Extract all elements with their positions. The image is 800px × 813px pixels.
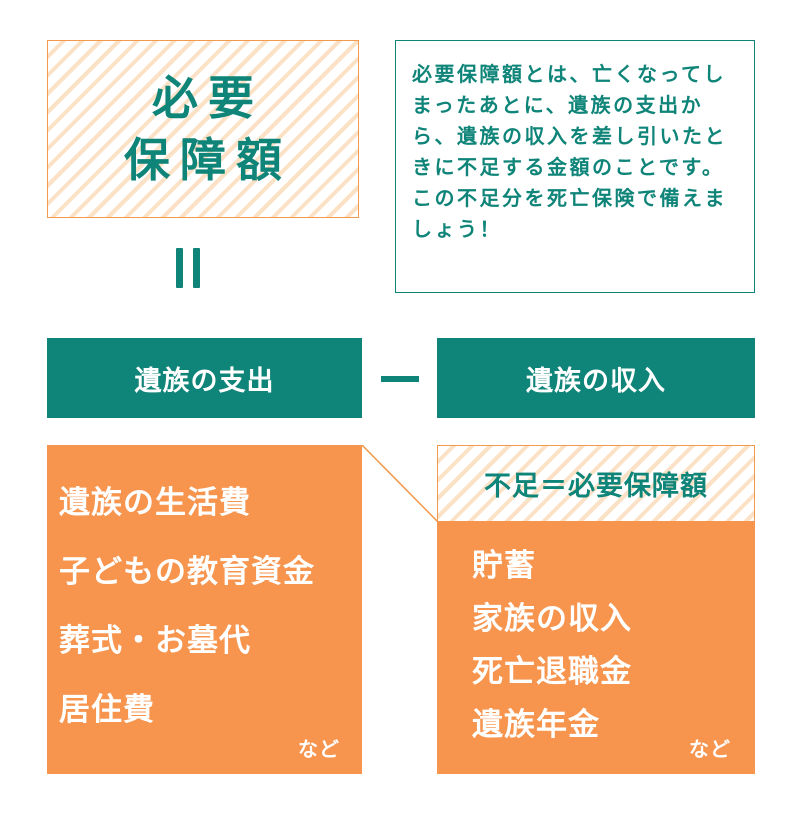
expense-header: 遺族の支出 [47, 338, 362, 418]
description: 必要保障額とは、亡くなってしまったあとに、遺族の支出から、遺族の収入を差し引いた… [412, 62, 727, 241]
shortage-box: 不足＝必要保障額 [437, 445, 755, 521]
expense-item: 居住費 [59, 692, 155, 728]
expense-etc: など [298, 737, 340, 761]
equals-sign [176, 248, 202, 288]
income-box: 貯蓄 家族の収入 死亡退職金 遺族年金 など [437, 521, 755, 774]
expense-item: 葬式・お墓代 [59, 623, 251, 659]
income-header: 遺族の収入 [437, 338, 755, 418]
expense-item: 子どもの教育資金 [59, 554, 315, 590]
expense-header-label: 遺族の支出 [134, 365, 275, 397]
income-item: 貯蓄 [472, 548, 536, 584]
title: 必要 保障額 [124, 71, 292, 187]
shortage-connector [362, 445, 438, 522]
income-list: 貯蓄 家族の収入 死亡退職金 遺族年金 [472, 546, 632, 758]
shortage-label: 不足＝必要保障額 [484, 471, 708, 502]
expense-item: 遺族の生活費 [59, 485, 251, 521]
expense-list: 遺族の生活費 子どもの教育資金 葬式・お墓代 居住費 [59, 483, 315, 759]
description-box: 必要保障額とは、亡くなってしまったあとに、遺族の支出から、遺族の収入を差し引いた… [395, 40, 755, 293]
income-item: 家族の収入 [472, 601, 632, 637]
income-header-label: 遺族の収入 [526, 365, 666, 397]
income-item: 遺族年金 [472, 707, 600, 743]
income-etc: など [689, 737, 731, 761]
expense-box: 遺族の生活費 子どもの教育資金 葬式・お墓代 居住費 など [47, 445, 362, 774]
title-box: 必要 保障額 [47, 40, 359, 218]
minus-sign [381, 376, 419, 382]
income-item: 死亡退職金 [472, 654, 632, 690]
